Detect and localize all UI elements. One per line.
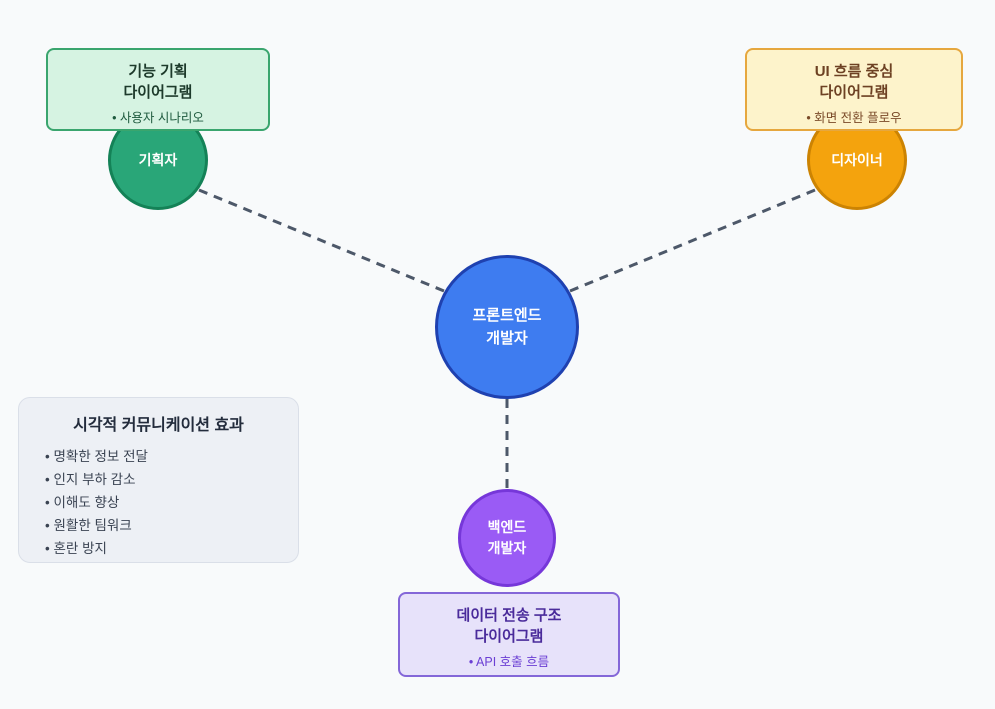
planner-callout-bullet: • 사용자 시나리오 [112, 111, 204, 125]
frontend-developer-node: 프론트엔드 개발자 [435, 255, 579, 399]
designer-node-label: 디자이너 [831, 152, 883, 168]
designer-callout-bullet: • 화면 전환 플로우 [806, 111, 902, 125]
effects-item: • 인지 부하 감소 [45, 472, 136, 487]
designer-callout-title: UI 흐름 중심 다이어그램 [814, 63, 894, 101]
backend-developer-node-label: 백엔드 개발자 [487, 519, 527, 556]
backend-developer-node: 백엔드 개발자 [458, 489, 556, 587]
designer-callout: UI 흐름 중심 다이어그램 • 화면 전환 플로우 [745, 48, 963, 131]
effects-panel: 시각적 커뮤니케이션 효과 • 명확한 정보 전달 • 인지 부하 감소 • 이… [18, 397, 299, 563]
planner-callout-title: 기능 기획 다이어그램 [123, 63, 193, 101]
effects-item: • 혼란 방지 [45, 541, 107, 556]
planner-node-label: 기획자 [138, 152, 178, 168]
effects-item: • 원활한 팀워크 [45, 518, 132, 533]
edge-designer-frontend [569, 188, 816, 293]
effects-panel-title: 시각적 커뮤니케이션 효과 [73, 417, 244, 434]
backend-callout-title: 데이터 전송 구조 다이어그램 [456, 607, 562, 645]
frontend-developer-node-label: 프론트엔드 개발자 [472, 307, 542, 347]
effects-item: • 이해도 향상 [45, 495, 120, 510]
backend-callout: 데이터 전송 구조 다이어그램 • API 호출 흐름 [398, 592, 620, 677]
backend-callout-bullet: • API 호출 흐름 [468, 655, 550, 669]
effects-item: • 명확한 정보 전달 [45, 449, 148, 464]
edge-planner-frontend [198, 188, 445, 293]
planner-callout: 기능 기획 다이어그램 • 사용자 시나리오 [46, 48, 270, 131]
